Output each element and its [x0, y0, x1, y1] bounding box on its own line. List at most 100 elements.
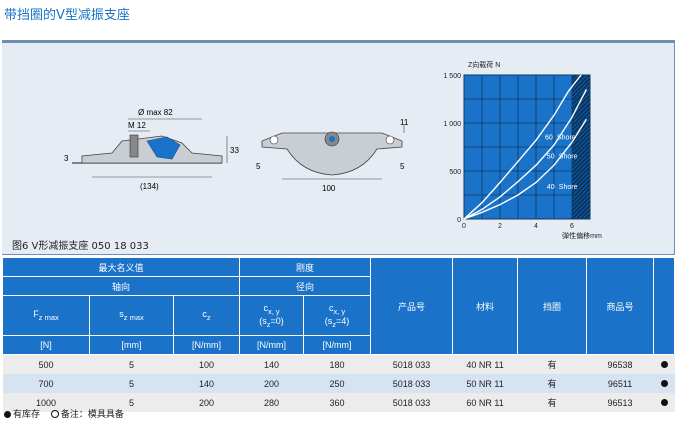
chart-y-tick-label: 1 000	[443, 121, 461, 128]
spec-table: 最大名义值 刚度 产品号 材料 挡圈 商品号 轴向 径向 Fz max sz m…	[1, 257, 676, 412]
figure-caption: 图6 V形减振支座 050 18 033	[12, 241, 149, 252]
chart-x-tick-label: 6	[570, 223, 574, 230]
chart-x-axis-label: 弹性偏移mm	[562, 231, 602, 240]
cell-stock	[653, 354, 675, 374]
front-body	[261, 132, 403, 176]
side-view-drawing: Ø max 82 M 12 33 3 (134)	[64, 108, 239, 191]
cell-ring: 有	[517, 354, 587, 374]
table-row: 1000 5 200 280 360 5018 033 60 NR 11 有 9…	[2, 393, 675, 412]
front-bolt-core	[329, 136, 335, 142]
chart-curve-shore-label: Shore	[559, 184, 578, 191]
table-units-row: [N] [mm] [N/mm] [N/mm] [N/mm]	[2, 335, 675, 355]
cell-ring: 有	[517, 393, 587, 412]
figure-top-rule	[2, 41, 674, 43]
cell-cz: 200	[173, 393, 240, 412]
table-header-row-2: 轴向 径向	[1, 276, 675, 296]
cell-c4: 360	[303, 393, 371, 412]
open-dot-icon	[50, 410, 59, 418]
in-stock-dot	[660, 398, 668, 406]
cell-c4: 250	[303, 374, 371, 393]
dim-length-label: (134)	[140, 182, 159, 191]
legend: 有库存 备注：模具具备	[4, 407, 124, 420]
header-axial: 轴向	[1, 276, 241, 296]
dim-height-label: 33	[230, 146, 239, 155]
legend-note: 备注：模具具备	[60, 410, 124, 420]
cell-material: 40 NR 11	[452, 354, 518, 374]
cell-c0: 140	[239, 354, 304, 374]
header-material: 材料	[452, 257, 519, 355]
table-header-row-1: 最大名义值 刚度 产品号 材料 挡圈 商品号	[1, 257, 676, 355]
side-rubber-element	[146, 136, 181, 160]
header-item-no: 商品号	[586, 257, 655, 355]
chart-x-tick-label: 0	[462, 223, 466, 230]
table-row: 700 5 140 200 250 5018 033 50 NR 11 有 96…	[2, 374, 675, 393]
cell-cz: 140	[173, 374, 240, 393]
unit-fz: [N]	[2, 335, 90, 355]
cell-sz: 5	[89, 374, 174, 393]
cell-product: 5018 033	[370, 354, 453, 374]
cell-stock	[653, 393, 675, 412]
chart-x-tick-label: 2	[498, 223, 502, 230]
cell-c4: 180	[303, 354, 371, 374]
cell-fz: 700	[2, 374, 90, 393]
chart-y-axis-label: Z向载荷 N	[468, 60, 500, 69]
header-fz: Fz max	[2, 295, 90, 336]
cell-fz: 1000	[2, 393, 90, 412]
cell-sz: 5	[89, 393, 174, 412]
cell-material: 50 NR 11	[452, 374, 518, 393]
unit-cxy0: [N/mm]	[239, 335, 305, 355]
in-stock-dot	[660, 379, 668, 387]
chart-y-tick-label: 1 500	[443, 73, 461, 80]
header-cxy-sz4: cx, y(sz=4)	[303, 295, 372, 336]
chart-y-tick-label: 0	[457, 217, 461, 224]
chart-curve-shore-label: Shore	[559, 154, 578, 161]
chart-series-line	[463, 89, 588, 220]
chart-series-line	[463, 74, 582, 220]
cell-sz: 5	[89, 354, 174, 374]
cell-item: 96538	[586, 354, 654, 374]
chart-curve-label: 40	[547, 184, 555, 191]
header-sz: sz max	[89, 295, 174, 336]
chart-curve-shore-label: Shore	[557, 134, 576, 141]
dim-base-label: 3	[64, 154, 69, 163]
dim-thread-label: M 12	[128, 121, 146, 130]
dim-diameter-label: Ø max 82	[138, 108, 173, 117]
header-radial: 径向	[239, 276, 372, 296]
header-stiffness: 刚度	[239, 257, 372, 277]
front-hole-right	[385, 135, 395, 145]
unit-cz: [N/mm]	[172, 335, 241, 355]
table-row: 500 5 100 140 180 5018 033 40 NR 11 有 96…	[2, 354, 675, 374]
cell-item: 96513	[586, 393, 654, 412]
cell-stock	[653, 374, 675, 393]
cell-material: 60 NR 11	[452, 393, 518, 412]
front-hole-left	[269, 135, 279, 145]
chart-plot-border	[463, 74, 591, 220]
chart-curve-label: 50	[547, 154, 555, 161]
header-max-nominal: 最大名义值	[1, 257, 241, 277]
cell-product: 5018 033	[370, 393, 453, 412]
chart-curve-label: 60	[545, 134, 553, 141]
unit-sz: [mm]	[89, 335, 174, 355]
chart-series-line	[463, 118, 587, 220]
chart-y-tick-label: 500	[449, 169, 461, 176]
legend-in-stock: 有库存	[13, 410, 41, 420]
cell-ring: 有	[517, 374, 587, 393]
header-product-no: 产品号	[370, 257, 454, 355]
dim-right-label: 5	[400, 162, 405, 171]
cell-c0: 200	[239, 374, 304, 393]
header-cxy-sz0: cx, y(sz=0)	[239, 295, 305, 336]
in-stock-dot	[660, 360, 668, 368]
unit-cxy4: [N/mm]	[303, 335, 372, 355]
side-bolt	[129, 134, 139, 158]
cell-item: 96511	[586, 374, 654, 393]
dim-top-label: 11	[400, 118, 409, 127]
cell-c0: 280	[239, 393, 304, 412]
front-view-drawing: 11 5 100 5	[256, 118, 409, 193]
header-ring: 挡圈	[517, 257, 588, 355]
cell-product: 5018 033	[370, 374, 453, 393]
header-stock	[653, 257, 676, 355]
cell-fz: 500	[2, 354, 90, 374]
chart-x-tick-label: 4	[534, 223, 538, 230]
